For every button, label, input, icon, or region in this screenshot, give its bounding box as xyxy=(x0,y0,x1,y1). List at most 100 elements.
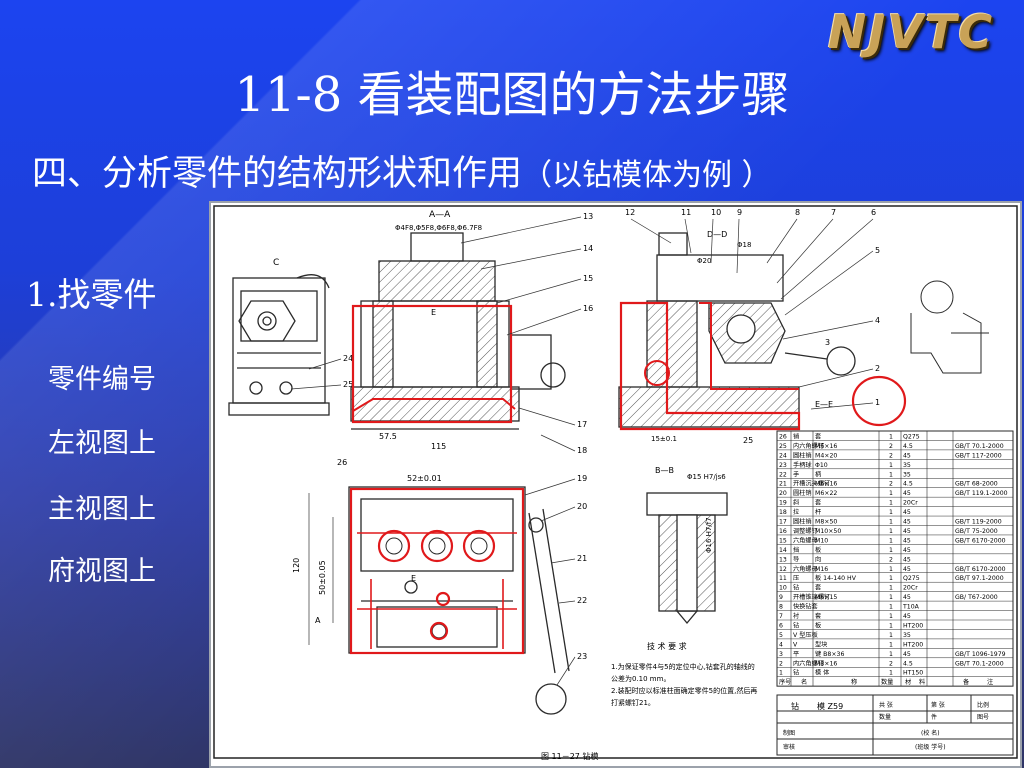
title-block-drawn: 制图 xyxy=(783,729,795,737)
drill-bushing-holes xyxy=(377,529,496,641)
parts-list-cell: 35 xyxy=(903,471,911,478)
parts-list-cell: 12 xyxy=(779,566,787,573)
callout-6: 6 xyxy=(871,208,876,217)
dim-15-label: 15±0.1 xyxy=(651,435,677,443)
highlight-top-view xyxy=(349,487,525,655)
parts-list-cell: 45 xyxy=(903,452,911,459)
parts-list-cell: 2 xyxy=(889,481,893,488)
callout-23: 23 xyxy=(577,652,587,661)
title-block-checked: 审核 xyxy=(783,743,795,751)
parts-list-cell: 1 xyxy=(889,509,893,516)
title-block-label: 共 张 xyxy=(879,701,893,709)
parts-list-cell: 1 xyxy=(889,632,893,639)
callout-15: 15 xyxy=(583,274,593,283)
bullet-item: 主视图上 xyxy=(48,494,156,525)
callout-22: 22 xyxy=(577,596,587,605)
subtitle-main: 四、分析零件的结构形状和作用 xyxy=(32,154,523,194)
parts-list-cell: 圆柱销 xyxy=(793,451,812,459)
parts-list-cell: T10A xyxy=(902,604,920,611)
parts-list-cell: 1 xyxy=(889,433,893,440)
highlight-right-inner xyxy=(699,302,799,390)
parts-list-cell: M10 xyxy=(815,537,828,544)
parts-list-cell: 圆柱销 xyxy=(793,518,812,526)
dim-top-label: Φ4F8,Φ5F8,Φ6F8,Φ6.7F8 xyxy=(395,224,482,232)
highlight-right-view xyxy=(619,301,801,431)
title-block-class: (班级 学号) xyxy=(915,743,946,751)
parts-list-cell: 钻 xyxy=(793,584,799,592)
highlight-front-view xyxy=(351,304,513,424)
auxiliary-sketch xyxy=(910,280,989,374)
parts-list-cell: 1 xyxy=(889,670,893,677)
parts-list-cell: Φ10 xyxy=(815,462,828,469)
parts-list-cell: 3 xyxy=(779,651,783,658)
front-section-view xyxy=(350,232,566,430)
parts-list-cell: HT200 xyxy=(903,641,923,648)
parts-list-header: 注 xyxy=(987,678,993,686)
parts-list-cell: 快换钻套 xyxy=(793,603,818,611)
dim-575-label: 57.5 xyxy=(379,432,397,441)
parts-list-cell: 1 xyxy=(889,462,893,469)
callout-26: 26 xyxy=(337,458,347,467)
parts-list-cell: 4 xyxy=(779,641,783,648)
parts-list-cell: GB/T 68-2000 xyxy=(955,481,998,488)
callout-12: 12 xyxy=(625,208,635,217)
figure-caption: 图 11－27 钻模 xyxy=(541,751,598,761)
parts-list-cell: 35 xyxy=(903,632,911,639)
callout-2: 2 xyxy=(875,364,880,373)
parts-list-cell: GB/T 1096-1979 xyxy=(955,651,1006,658)
dim-115-label: 115 xyxy=(431,442,446,451)
callout-19: 19 xyxy=(577,474,587,483)
callout-7: 7 xyxy=(831,208,836,217)
dim-50-label: 50±0.05 xyxy=(318,560,327,595)
parts-list-cell: 1 xyxy=(889,575,893,582)
parts-list-cell: 22 xyxy=(779,471,787,478)
parts-list-cell: 1 xyxy=(889,594,893,601)
parts-list-cell: 24 xyxy=(779,452,787,459)
parts-list-cell: M10×50 xyxy=(815,528,841,535)
part-number-circle xyxy=(851,375,907,427)
letter-a-label: A xyxy=(315,616,321,625)
parts-list-cell: GB/T 97.1-2000 xyxy=(955,575,1004,582)
parts-list-cell: 衬 xyxy=(793,612,799,620)
parts-list-cell: 套 xyxy=(815,584,821,592)
parts-list-cell: 1 xyxy=(889,641,893,648)
parts-list-cell: 开槽沉头螺钉 xyxy=(793,480,830,488)
parts-list-cell: 板 xyxy=(815,621,821,629)
parts-list-header: 序号 xyxy=(779,678,791,686)
parts-list-cell: 六角螺母 xyxy=(793,565,818,573)
parts-list-frame xyxy=(776,430,1014,687)
bullet-item: 左视图上 xyxy=(48,428,156,459)
parts-list-cell: 20Cr xyxy=(903,500,918,507)
parts-list-cell: 1 xyxy=(889,528,893,535)
dim-phi20-label: Φ20 xyxy=(697,257,711,265)
callout-14: 14 xyxy=(583,244,593,253)
assembly-drawing-svg: C 24 25 A—A Φ4F8,Φ5F8,Φ6F8,Φ6.7F8 57.5 1… xyxy=(213,205,1018,761)
parts-list-cell: 型块 xyxy=(815,640,827,648)
dim-52-label: 52±0.01 xyxy=(407,474,442,483)
highlight-right-hole xyxy=(644,360,670,386)
parts-list-cell: GB/T 70.1-2000 xyxy=(955,660,1004,667)
parts-list-cell: 14 xyxy=(779,547,787,554)
parts-list-cell: 10 xyxy=(779,585,787,592)
title-block-label: 件 xyxy=(931,713,937,721)
parts-list-cell: 1 xyxy=(889,490,893,497)
parts-list-cell: GB/T 75-2000 xyxy=(955,528,998,535)
callout-8: 8 xyxy=(795,208,800,217)
parts-list-cell: 2 xyxy=(889,443,893,450)
parts-list-header: 名 xyxy=(801,678,807,686)
parts-list-cell: 导 xyxy=(793,556,799,563)
parts-list-cell: 杆 xyxy=(815,508,821,516)
parts-list-cell: V 型压板 xyxy=(793,631,818,639)
parts-list-cell: 2 xyxy=(889,660,893,667)
callout-24: 24 xyxy=(343,354,353,363)
parts-list-cell: 45 xyxy=(903,519,911,526)
tech-title: 技 术 要 求 xyxy=(647,641,687,651)
parts-list-cell: 45 xyxy=(903,566,911,573)
parts-list-cell: 向 xyxy=(815,555,821,563)
callout-5: 5 xyxy=(875,246,880,255)
tech-line: 1.为保证零件4与5的定位中心,钻套孔的轴线的 xyxy=(611,662,755,671)
parts-list-cell: 1 xyxy=(889,537,893,544)
step-title: 1.找零件 xyxy=(26,275,157,314)
parts-list-cell: 45 xyxy=(903,651,911,658)
section-aa-label: A—A xyxy=(429,210,451,220)
